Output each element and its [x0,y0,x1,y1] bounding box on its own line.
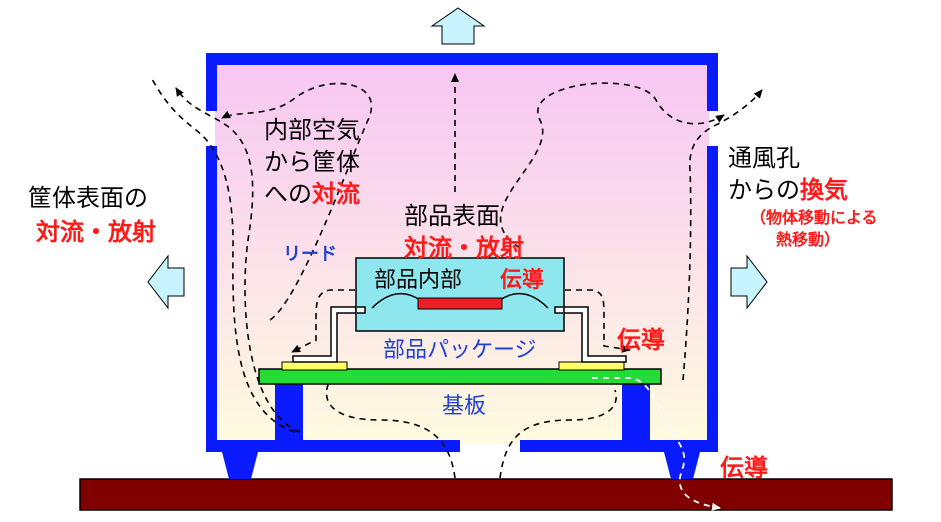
right-lead-conduction [565,289,631,353]
right-upper-loop [499,82,725,249]
label-part-surface: 部品表面 [404,202,500,230]
silicon-die [417,297,503,310]
label-part-inside: 部品内部 [374,268,463,293]
lead-right [562,306,627,363]
label-vent-2: からの換気 [728,170,848,205]
case-walls [206,53,718,452]
label-board: 基板 [442,394,487,419]
label-part-surface-mode: 対流・放射 [404,234,524,262]
case-foot-left [222,452,258,479]
label-to-case-convection: への対流 [264,174,360,209]
label-vent-note-1: （物体移動による [750,208,878,227]
label-lead: リード [283,244,337,265]
right-radiation-arrow [730,254,768,310]
label-vent-1: 通風孔 [728,144,800,172]
center-bottom-loop [325,379,617,479]
case-foot-right [664,452,700,479]
label-vent-note-2: 熱移動） [776,230,841,249]
label-conduction-inside: 伝導 [500,268,545,293]
floor-plate [79,478,893,511]
solder-pad-right [558,361,625,371]
lead-left [292,306,357,363]
label-conduction-floor: 伝導 [720,454,768,482]
internal-lead-left [357,306,366,314]
left-lead-conduction [291,289,355,353]
label-conduction-lead: 伝導 [617,326,665,354]
component-package [355,257,565,332]
circuit-board [258,368,662,385]
internal-air-loop [151,78,373,433]
label-vent-prefix: からの [728,176,800,204]
label-surface-left-1: 筐体表面の [28,184,148,212]
left-radiation-arrow [147,254,185,310]
label-internal-air: 内部空気 [264,116,360,144]
label-to-prefix: への [264,180,312,208]
solder-pad-left [281,361,348,371]
right-vent-loop [682,89,763,381]
board-support-right [622,384,650,444]
bond-wire-left [371,292,421,309]
board-conduction-arrow [592,377,721,511]
label-ventilation: 換気 [800,176,848,204]
flow-lines [151,73,763,479]
bond-wire-right [499,292,549,309]
label-convection: 対流 [312,180,360,208]
label-package: 部品パッケージ [383,338,537,363]
internal-lead-right [554,306,563,314]
top-exhaust-arrow [430,7,486,45]
label-to-case: から筐体 [264,148,360,176]
board-support-left [275,384,303,444]
label-surface-left-2: 対流・放射 [36,218,156,246]
